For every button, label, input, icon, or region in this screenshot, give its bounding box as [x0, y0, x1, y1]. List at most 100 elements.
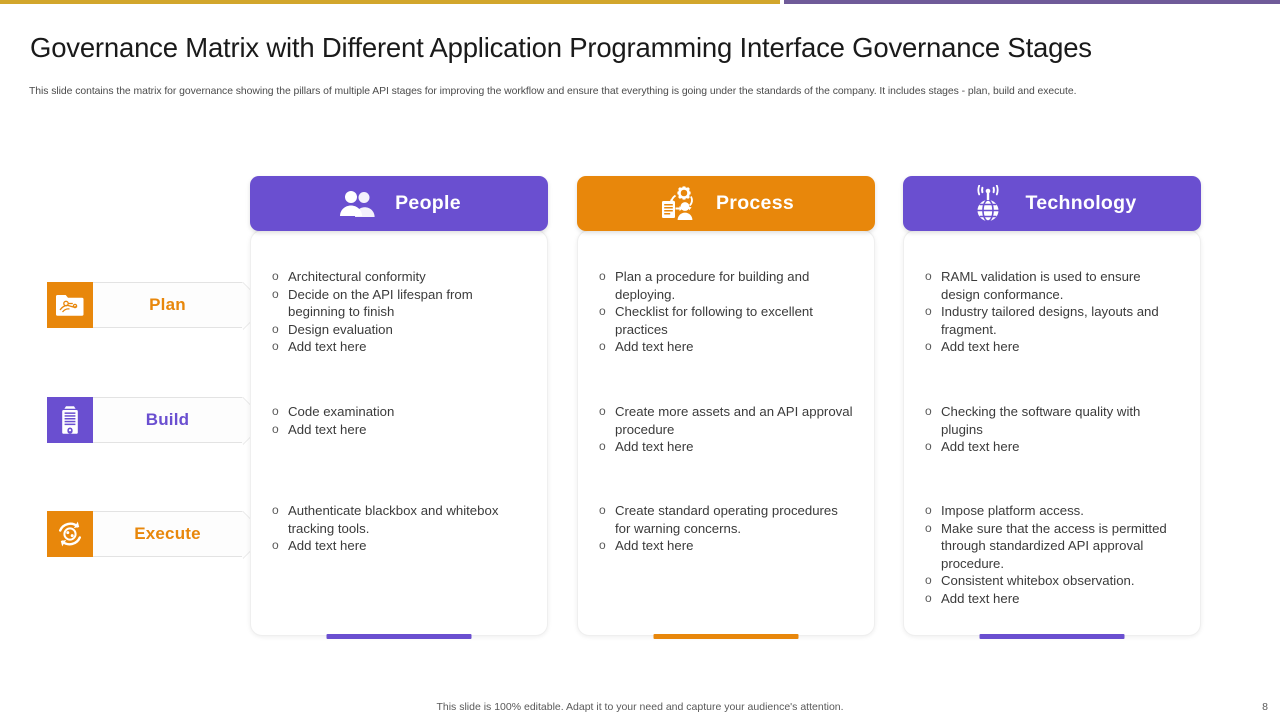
column-card-technology: [903, 230, 1201, 639]
bullet-marker-icon: o: [599, 304, 606, 318]
bullet-marker-icon: o: [599, 538, 606, 552]
bullet-block-process-build: o Create more assets and an API approval …: [599, 403, 855, 456]
bullet-marker-icon: o: [599, 339, 606, 353]
list-item-text: Add text here: [941, 439, 1020, 454]
list-item-text: Authenticate blackbox and whitebox track…: [288, 503, 499, 536]
list-item-text: Impose platform access.: [941, 503, 1084, 518]
people-icon: [337, 184, 377, 224]
bullet-marker-icon: o: [925, 304, 932, 318]
page-number: 8: [1262, 701, 1268, 713]
list-item-text: Add text here: [941, 339, 1020, 354]
list-item-text: Architectural conformity: [288, 269, 426, 284]
list-item: o Add text here: [272, 537, 528, 555]
bullet-marker-icon: o: [599, 439, 606, 453]
list-item-text: Create standard operating procedures for…: [615, 503, 838, 536]
list-item: o Code examination: [272, 403, 528, 421]
column-header-technology[interactable]: Technology: [903, 176, 1201, 231]
list-item-text: Decide on the API lifespan from beginnin…: [288, 286, 473, 320]
list-item-text: Add text here: [615, 439, 694, 454]
stage-arrow-execute: Execute: [93, 511, 243, 557]
stage-item-build[interactable]: Build: [47, 397, 243, 443]
column-card-people: [250, 230, 548, 639]
list-item: o Add text here: [272, 421, 528, 439]
stage-item-plan[interactable]: Plan: [47, 282, 243, 328]
list-item: o Checklist for following to excellent pr…: [599, 303, 855, 338]
column-accent-bar-people: [326, 634, 472, 639]
column-header-label: Process: [716, 192, 794, 214]
list-item: o Add text here: [925, 438, 1181, 456]
list-item: o Add text here: [599, 438, 855, 456]
bullet-marker-icon: o: [599, 269, 606, 283]
bullet-marker-icon: o: [272, 404, 279, 418]
bullet-marker-icon: o: [925, 590, 932, 605]
bullet-marker-icon: o: [925, 439, 932, 453]
top-rule-purple-segment: [784, 0, 1280, 4]
column-card-process: [577, 230, 875, 639]
list-item-text: Code examination: [288, 404, 395, 419]
list-item: o Architectural conformity: [272, 268, 528, 286]
bullet-marker-icon: o: [272, 286, 279, 301]
bullet-block-technology-build: o Checking the software quality with plug…: [925, 403, 1181, 456]
column-header-process[interactable]: Process: [577, 176, 875, 231]
bullet-marker-icon: o: [925, 269, 932, 283]
top-rule-gold-segment: [0, 0, 780, 4]
bullet-block-technology-plan: o RAML validation is used to ensure desig…: [925, 268, 1181, 356]
bullet-marker-icon: o: [272, 339, 279, 353]
list-item-text: Add text here: [615, 339, 694, 354]
list-item-text: RAML validation is used to ensure design…: [941, 269, 1141, 302]
stage-item-execute[interactable]: Execute: [47, 511, 243, 557]
list-item-text: Industry tailored designs, layouts and f…: [941, 304, 1159, 337]
list-item-text: Checking the software quality with plugi…: [941, 404, 1141, 437]
list-item: o Add text here: [599, 537, 855, 555]
list-item-text: Design evaluation: [288, 321, 393, 337]
column-header-people[interactable]: People: [250, 176, 548, 231]
column-accent-bar-process: [653, 634, 799, 639]
folder-map-icon: [47, 282, 93, 328]
page-title: Governance Matrix with Different Applica…: [30, 32, 1092, 63]
list-item-text: Checklist for following to excellent pra…: [615, 304, 813, 337]
bullet-marker-icon: o: [925, 339, 932, 353]
column-accent-bar-technology: [979, 634, 1125, 639]
list-item: o Add text here: [925, 590, 1181, 608]
list-item: o Add text here: [925, 338, 1181, 356]
bullet-marker-icon: o: [272, 503, 279, 517]
list-item: o Authenticate blackbox and whitebox trac…: [272, 502, 528, 537]
bullet-marker-icon: o: [272, 321, 279, 336]
refresh-cycle-icon: [47, 511, 93, 557]
bullet-block-process-execute: o Create standard operating procedures fo…: [599, 502, 855, 555]
bullet-marker-icon: o: [925, 520, 932, 535]
stage-arrow-build: Build: [93, 397, 243, 443]
process-gear-icon: [658, 184, 698, 224]
list-item: o RAML validation is used to ensure desig…: [925, 268, 1181, 303]
list-item-text: Add text here: [941, 590, 1020, 606]
building-icon: [47, 397, 93, 443]
column-header-label: Technology: [1025, 192, 1137, 214]
footer-note: This slide is 100% editable. Adapt it to…: [436, 701, 844, 713]
list-item-text: Make sure that the access is permitted t…: [941, 520, 1167, 571]
list-item: o Add text here: [599, 338, 855, 356]
stage-label: Build: [145, 410, 190, 429]
list-item-text: Add text here: [288, 421, 367, 437]
globe-signal-icon: [968, 184, 1008, 224]
bullet-block-people-execute: o Authenticate blackbox and whitebox trac…: [272, 502, 528, 555]
bullet-marker-icon: o: [272, 421, 279, 436]
list-item: o Design evaluation: [272, 321, 528, 339]
list-item: o Create standard operating procedures fo…: [599, 502, 855, 537]
column-header-label: People: [395, 192, 461, 214]
stage-label: Execute: [134, 524, 201, 543]
list-item-text: Add text here: [615, 538, 694, 553]
bullet-marker-icon: o: [272, 538, 279, 552]
list-item-text: Create more assets and an API approval p…: [615, 404, 853, 437]
list-item-text: Add text here: [288, 538, 367, 553]
bullet-marker-icon: o: [272, 269, 279, 283]
bullet-marker-icon: o: [599, 503, 606, 517]
